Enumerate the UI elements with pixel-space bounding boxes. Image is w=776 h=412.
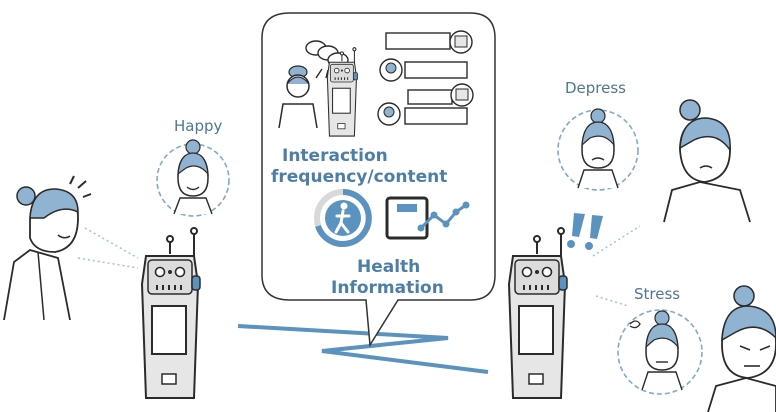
happy-face-circle <box>156 139 230 217</box>
message-bubble <box>379 58 468 82</box>
stress-label: Stress <box>634 285 681 303</box>
depress-face-circle <box>557 108 639 191</box>
person-walking-icon <box>314 189 372 247</box>
bathroom-scale-icon <box>385 196 429 240</box>
left-person <box>3 186 79 321</box>
dotted-sensing-lines <box>77 227 139 269</box>
excitement-lines <box>69 175 92 198</box>
dotted-sensing-lines <box>592 225 641 307</box>
health-label-line1: Health <box>357 257 421 277</box>
happy-label: Happy <box>174 117 223 135</box>
sad-person <box>663 99 751 223</box>
message-bubble <box>377 102 468 126</box>
left-robot <box>141 227 201 399</box>
interaction-label-line1: Interaction <box>282 146 388 166</box>
depress-label: Depress <box>565 79 626 97</box>
message-bubble <box>385 30 473 54</box>
person-talking-illustration <box>278 65 318 129</box>
trend-line-icon <box>417 201 470 232</box>
wireless-link-line <box>237 324 489 374</box>
stressed-person <box>707 285 776 412</box>
alert-mark <box>567 213 603 250</box>
message-bubble <box>407 83 474 107</box>
right-robot <box>508 227 568 399</box>
interaction-label-line2: frequency/content <box>271 167 448 187</box>
stress-face-circle <box>617 309 703 395</box>
health-label-line2: Information <box>331 278 444 298</box>
